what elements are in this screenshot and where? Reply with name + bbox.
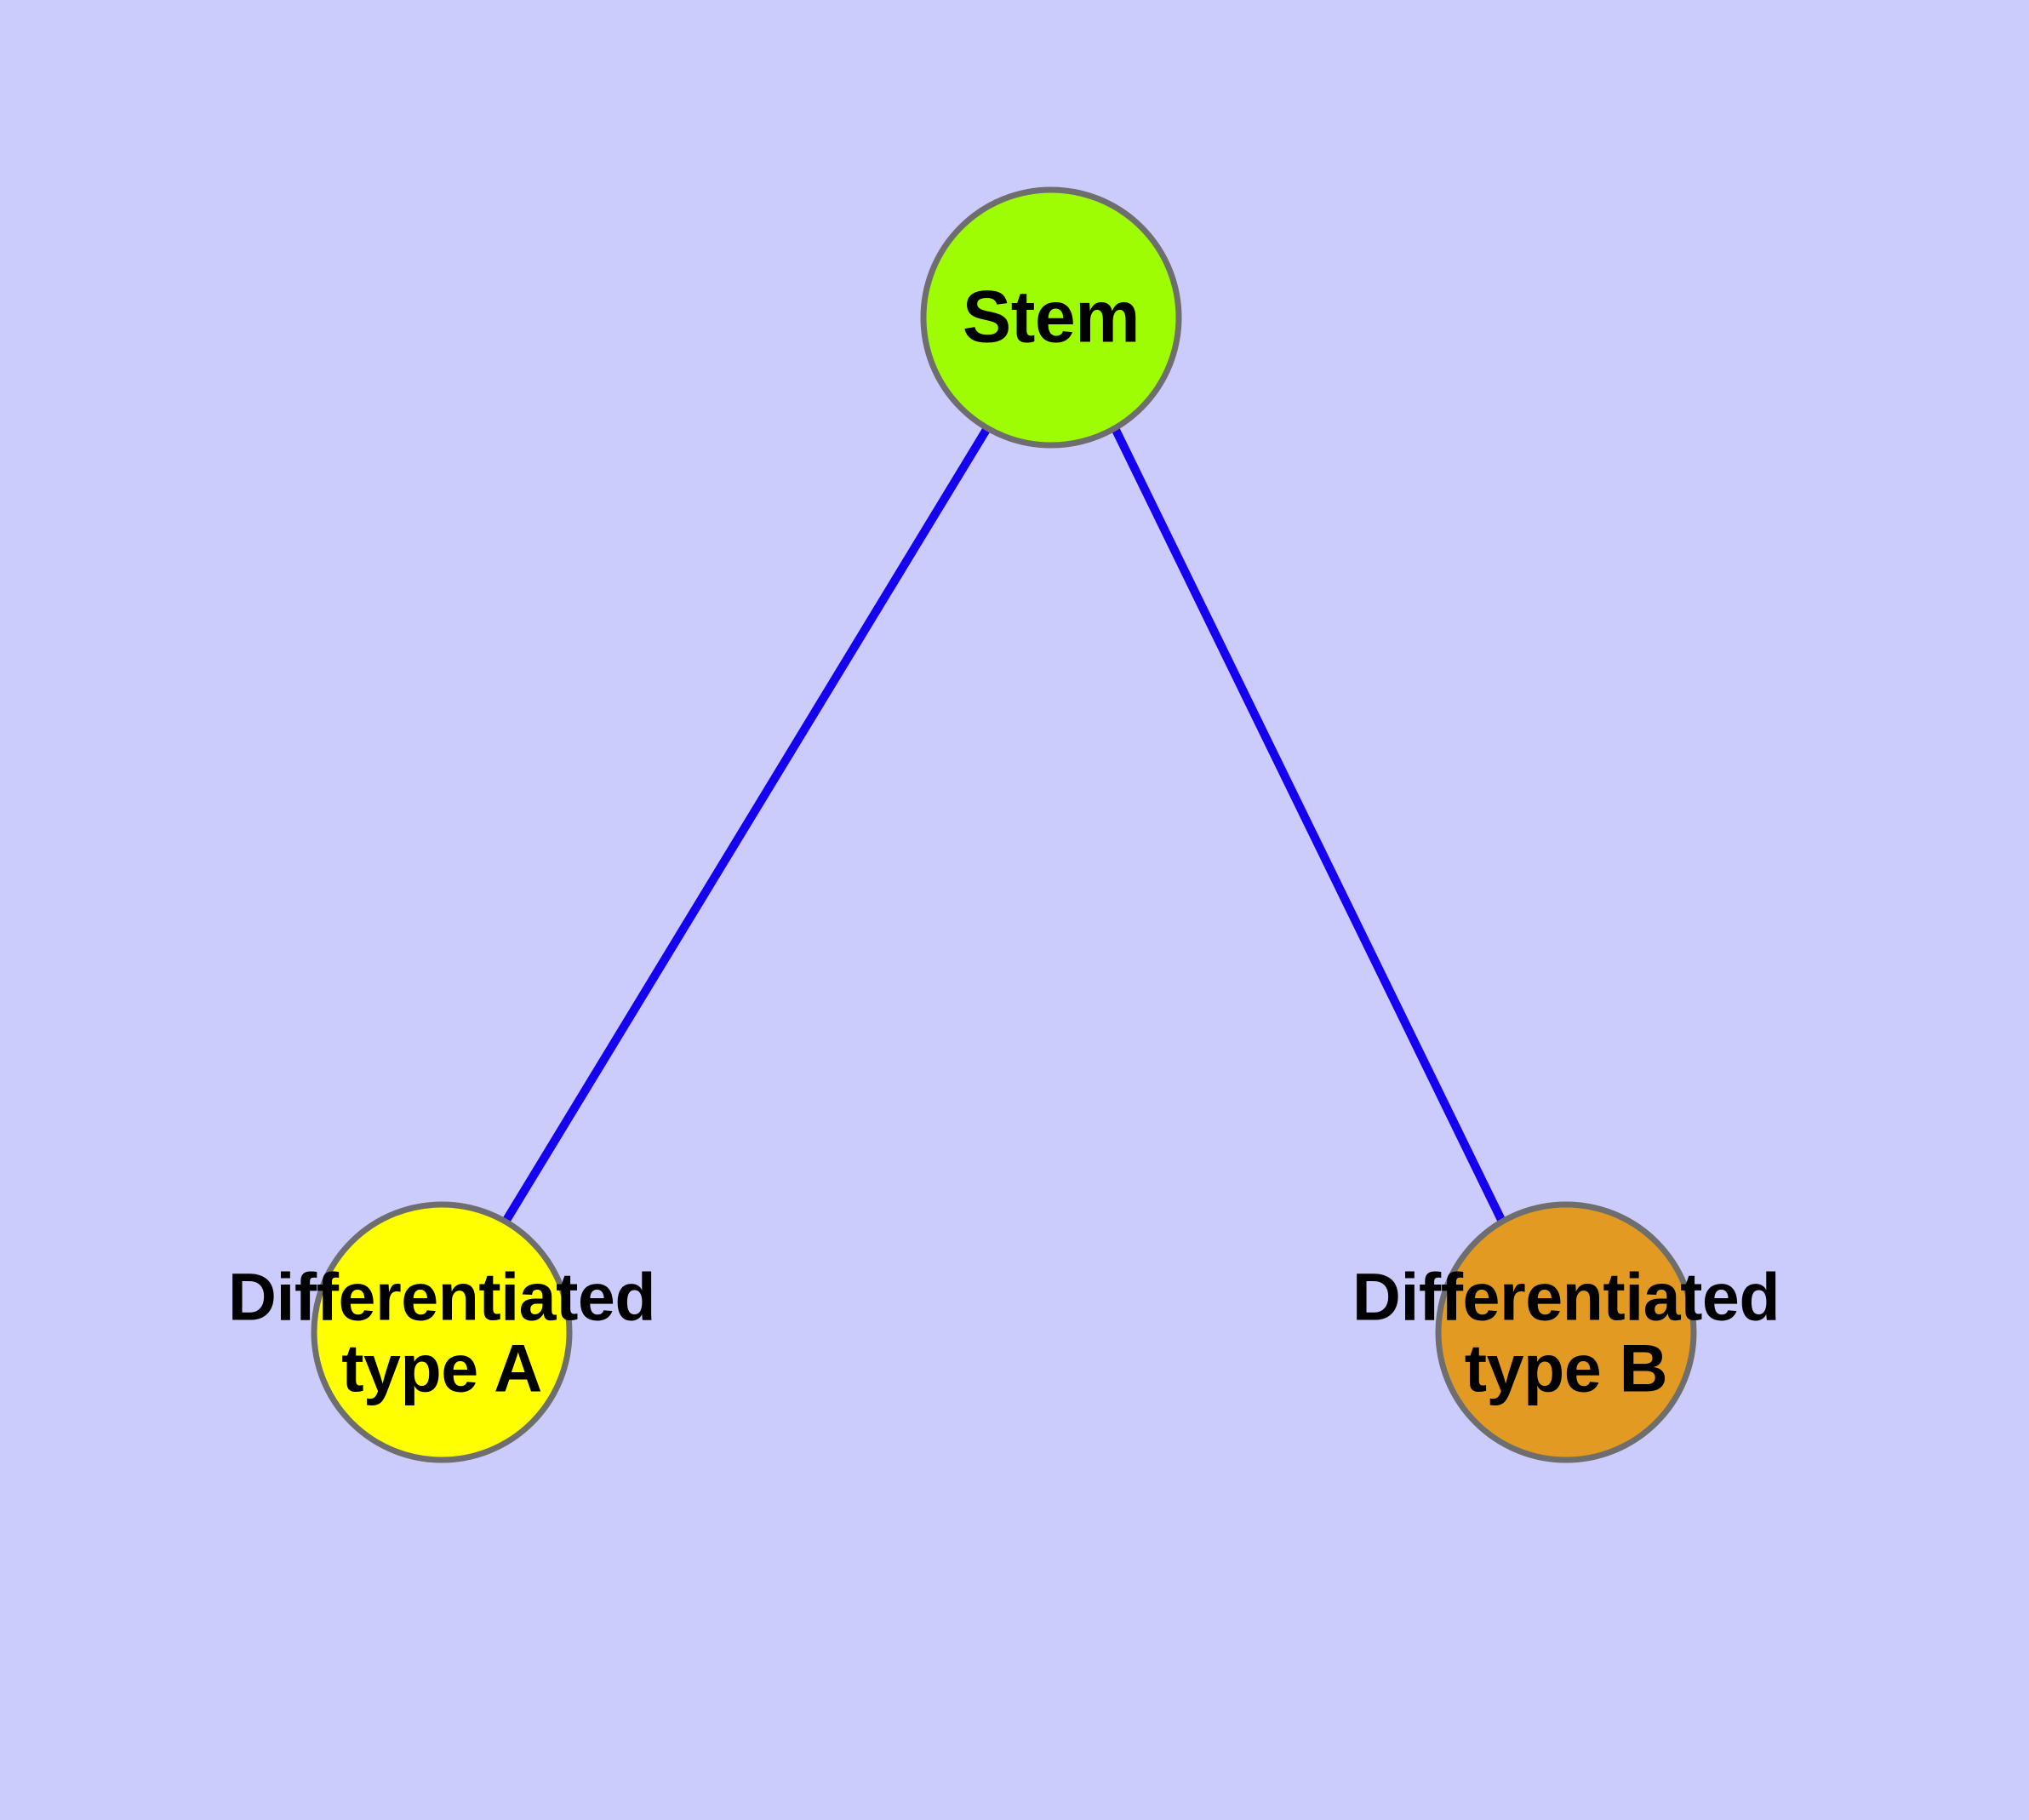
node-circle-stem[interactable] xyxy=(920,186,1182,449)
node-circle-diff-b[interactable] xyxy=(1435,1201,1697,1463)
edge-stem-to-diff-b xyxy=(1111,426,1506,1224)
node-circle-diff-a[interactable] xyxy=(311,1201,573,1463)
edge-stem-to-diff-a xyxy=(501,426,992,1224)
